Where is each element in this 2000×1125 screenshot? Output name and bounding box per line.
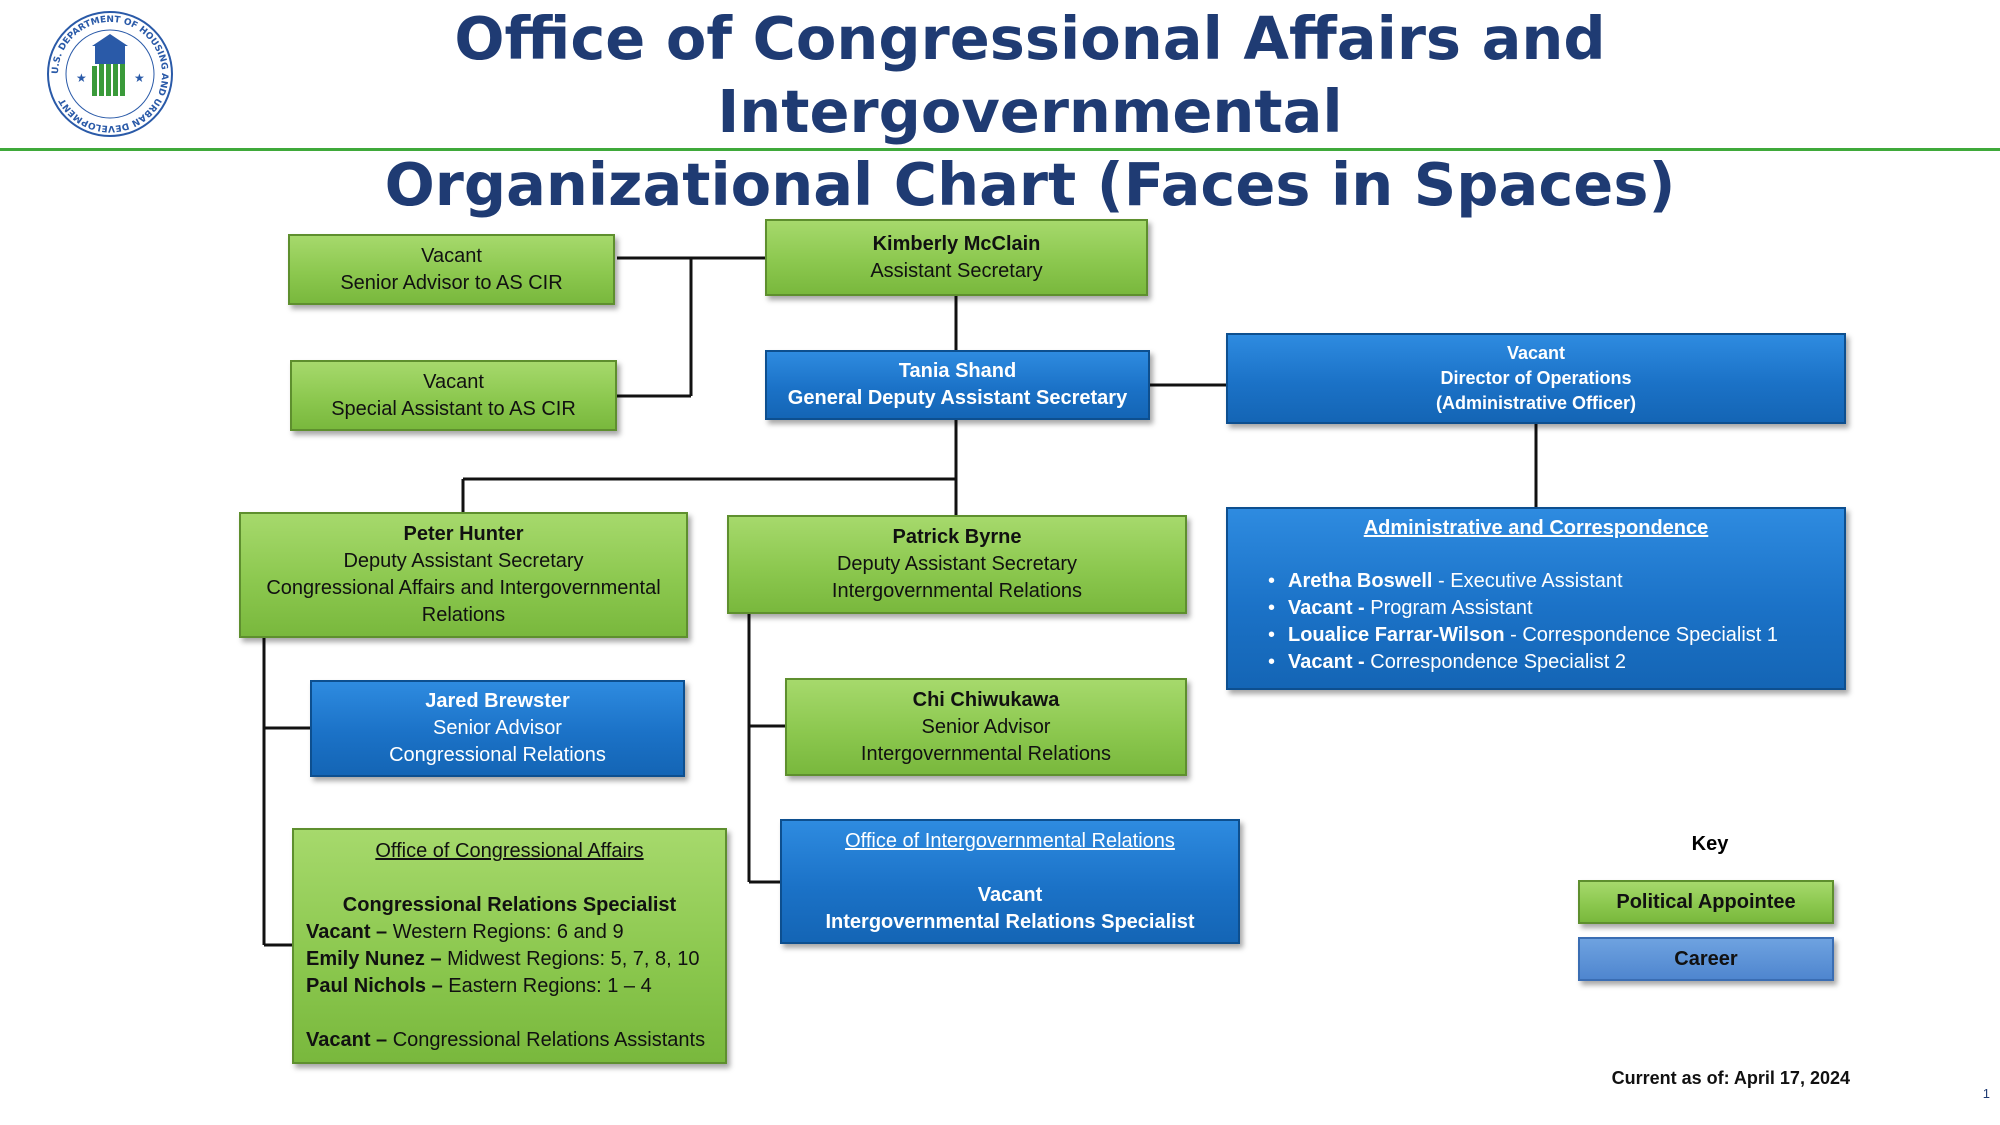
box-special-assistant-as: Vacant Special Assistant to AS CIR [290, 360, 617, 431]
box-title: Assistant Secretary [870, 259, 1043, 282]
box-name: Peter Hunter [403, 523, 524, 545]
box-name: Jared Brewster [425, 690, 570, 712]
header-rule [0, 148, 2000, 151]
box-assistant-secretary: Kimberly McClain Assistant Secretary [765, 219, 1148, 296]
box-title: Senior Advisor [433, 717, 562, 739]
box-title: Intergovernmental Relations Specialist [825, 911, 1195, 933]
svg-text:★: ★ [134, 71, 145, 85]
box-line: Relations [421, 604, 506, 626]
box-subtitle: (Administrative Officer) [1435, 393, 1637, 413]
box-name: Vacant [977, 884, 1043, 906]
box-title: General Deputy Assistant Secretary [787, 387, 1128, 409]
admin-staff-list: Aretha Boswell - Executive Assistant Vac… [1266, 568, 1778, 676]
box-das-congressional-intergovernmental: Peter Hunter Deputy Assistant Secretary … [239, 512, 688, 638]
hud-seal-logo: U.S. DEPARTMENT OF HOUSING AND URBAN DEV… [40, 8, 180, 140]
svg-text:★: ★ [76, 71, 87, 85]
list-item: Loualice Farrar-Wilson - Correspondence … [1268, 622, 1778, 649]
box-name: Kimberly McClain [872, 232, 1041, 255]
page-title: Office of Congressional Affairs and Inte… [210, 2, 1850, 221]
key-political-appointee: Political Appointee [1578, 880, 1834, 924]
box-office-intergovernmental-relations: Office of Intergovernmental Relations Va… [780, 819, 1240, 944]
list-item: Aretha Boswell - Executive Assistant [1268, 568, 1778, 595]
list-item: Vacant - Program Assistant [1268, 595, 1778, 622]
box-name: Patrick Byrne [892, 526, 1022, 548]
title-line-1: Office of Congressional Affairs and Inte… [454, 4, 1606, 146]
box-heading: Administrative and Correspondence [1363, 517, 1709, 539]
box-title: Director of Operations [1440, 368, 1632, 388]
box-name: Chi Chiwukawa [912, 688, 1060, 711]
box-senior-advisor-congressional: Jared Brewster Senior Advisor Congressio… [310, 680, 685, 777]
box-administrative-correspondence: Administrative and Correspondence Aretha… [1226, 507, 1846, 690]
key-career: Career [1578, 937, 1834, 981]
box-title: Special Assistant to AS CIR [331, 397, 576, 420]
box-senior-advisor-as: Vacant Senior Advisor to AS CIR [288, 234, 615, 305]
key-title: Key [1691, 833, 1729, 855]
box-title: Deputy Assistant Secretary [343, 550, 584, 572]
box-director-of-operations: Vacant Director of Operations (Administr… [1226, 333, 1846, 424]
box-name: Vacant [1506, 343, 1566, 363]
box-title: Deputy Assistant Secretary [836, 553, 1078, 575]
title-line-2: Organizational Chart (Faces in Spaces) [384, 150, 1676, 219]
page-number: 1 [1982, 1086, 1990, 1101]
box-line: Intergovernmental Relations [860, 742, 1112, 765]
box-line: Intergovernmental Relations [831, 580, 1083, 602]
box-line: Congressional Affairs and Intergovernmen… [266, 577, 661, 599]
box-title: Senior Advisor [921, 715, 1051, 738]
list-item: Paul Nichols – Eastern Regions: 1 – 4 [306, 975, 652, 997]
list-item: Vacant – Western Regions: 6 and 9 [306, 921, 624, 943]
box-heading: Office of Congressional Affairs [375, 840, 644, 862]
box-name: Tania Shand [898, 360, 1017, 382]
box-general-deputy-assistant-secretary: Tania Shand General Deputy Assistant Sec… [765, 350, 1150, 420]
box-senior-advisor-intergovernmental: Chi Chiwukawa Senior Advisor Intergovern… [785, 678, 1187, 776]
list-item: Emily Nunez – Midwest Regions: 5, 7, 8, … [306, 948, 700, 970]
box-line: Congressional Relations [389, 744, 606, 766]
box-heading: Office of Intergovernmental Relations [845, 830, 1175, 852]
list-item: Vacant - Correspondence Specialist 2 [1268, 649, 1778, 676]
box-name: Vacant [421, 244, 482, 267]
box-name: Vacant [423, 370, 484, 393]
box-office-congressional-affairs: Office of Congressional Affairs Congress… [292, 828, 727, 1064]
box-title: Senior Advisor to AS CIR [340, 271, 563, 294]
current-as-of: Current as of: April 17, 2024 [1611, 1068, 1850, 1088]
box-das-intergovernmental: Patrick Byrne Deputy Assistant Secretary… [727, 515, 1187, 614]
list-item: Vacant – Congressional Relations Assista… [306, 1029, 706, 1051]
box-subheading: Congressional Relations Specialist [342, 894, 677, 916]
